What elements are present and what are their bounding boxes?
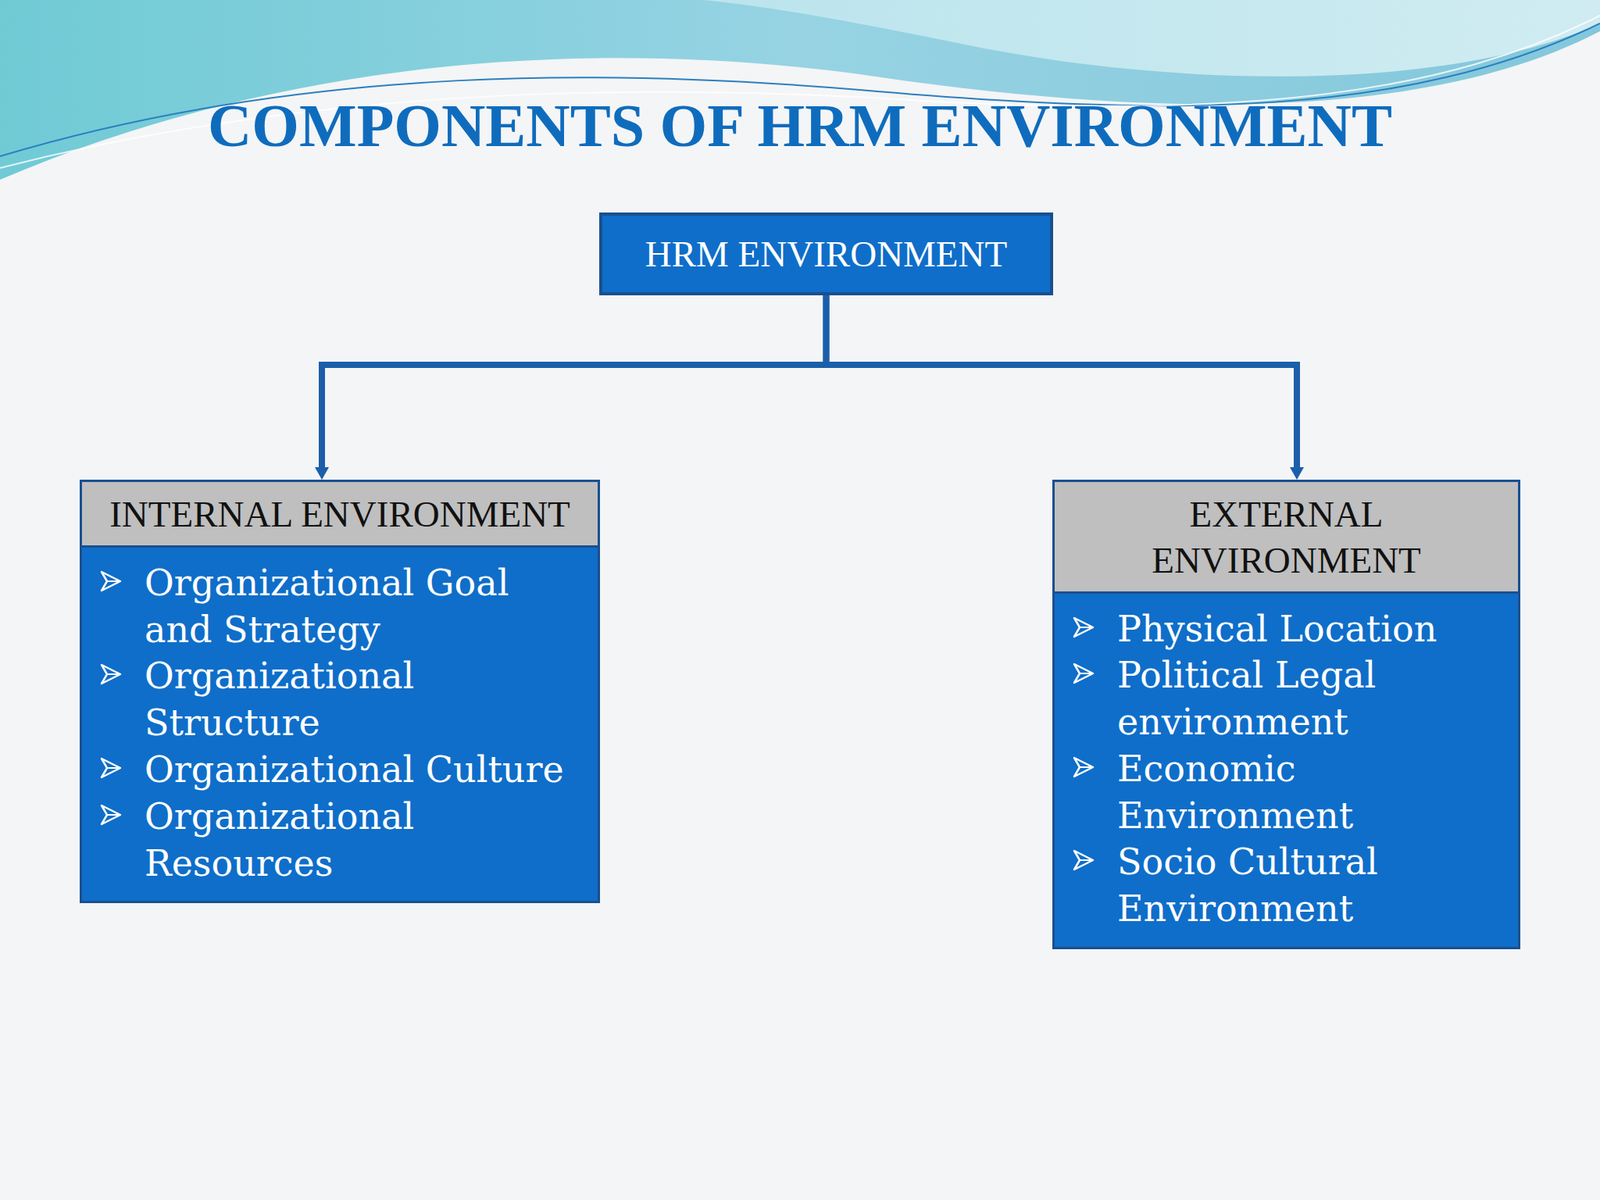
bullet-item: Socio Cultural Environment bbox=[1071, 839, 1508, 933]
bullet-text: Organizational Culture bbox=[144, 746, 565, 794]
root-box: HRM ENVIRONMENT bbox=[599, 212, 1054, 296]
bullet-item: Organizational Resources bbox=[99, 793, 587, 888]
connector-line bbox=[321, 295, 827, 469]
arrow-head bbox=[1289, 467, 1304, 480]
header-text: EXTERNAL ENVIRONMENT bbox=[1065, 491, 1508, 584]
bullet-text: Physical Location bbox=[1117, 606, 1437, 654]
bullet-arrow bbox=[1071, 615, 1096, 640]
bullet-text: Organizational Resources bbox=[144, 793, 587, 888]
bullet-text: Organizational Goal and Strategy bbox=[144, 560, 587, 654]
bullet-arrow bbox=[99, 803, 123, 827]
box-label: HRM ENVIRONMENT bbox=[614, 232, 1038, 275]
category-header: INTERNAL ENVIRONMENT bbox=[82, 482, 598, 548]
header-text: INTERNAL ENVIRONMENT bbox=[92, 491, 587, 538]
category-box: EXTERNAL ENVIRONMENTPhysical LocationPol… bbox=[1052, 479, 1521, 950]
bullet-item: Organizational Culture bbox=[99, 746, 587, 794]
bullet-arrow bbox=[99, 756, 123, 780]
bullet-list: Organizational Goal and StrategyOrganiza… bbox=[82, 547, 598, 902]
category-box: INTERNAL ENVIRONMENT Organizational Goal … bbox=[79, 479, 600, 904]
bullet-item: Organizational Structure bbox=[99, 653, 587, 747]
bullet-arrow bbox=[99, 662, 123, 686]
connector-line bbox=[826, 295, 1298, 469]
bullet-item: Physical Location bbox=[1071, 606, 1508, 654]
bullet-list: Physical LocationPolitical Legal environ… bbox=[1054, 593, 1518, 948]
bullet-text: Economic Environment bbox=[1117, 746, 1508, 840]
tree-connector bbox=[826, 295, 1305, 480]
bullet-arrow bbox=[1071, 755, 1096, 779]
bullet-item: Economic Environment bbox=[1071, 746, 1508, 840]
category-header: EXTERNAL ENVIRONMENT bbox=[1054, 482, 1518, 594]
tree-connector bbox=[314, 295, 827, 480]
bullet-item: Political Legal environment bbox=[1071, 652, 1508, 747]
bullet-text: Organizational Structure bbox=[144, 653, 587, 747]
arrow-head bbox=[314, 467, 329, 480]
bullet-arrow bbox=[1071, 848, 1096, 872]
bullet-arrow bbox=[1071, 661, 1096, 686]
slide-title: COMPONENTS OF HRM ENVIRONMENT bbox=[0, 92, 1600, 160]
bullet-text: Political Legal environment bbox=[1117, 652, 1508, 747]
bullet-text: Socio Cultural Environment bbox=[1117, 839, 1508, 933]
bullet-arrow bbox=[99, 569, 123, 593]
bullet-item: Organizational Goal and Strategy bbox=[99, 560, 587, 654]
